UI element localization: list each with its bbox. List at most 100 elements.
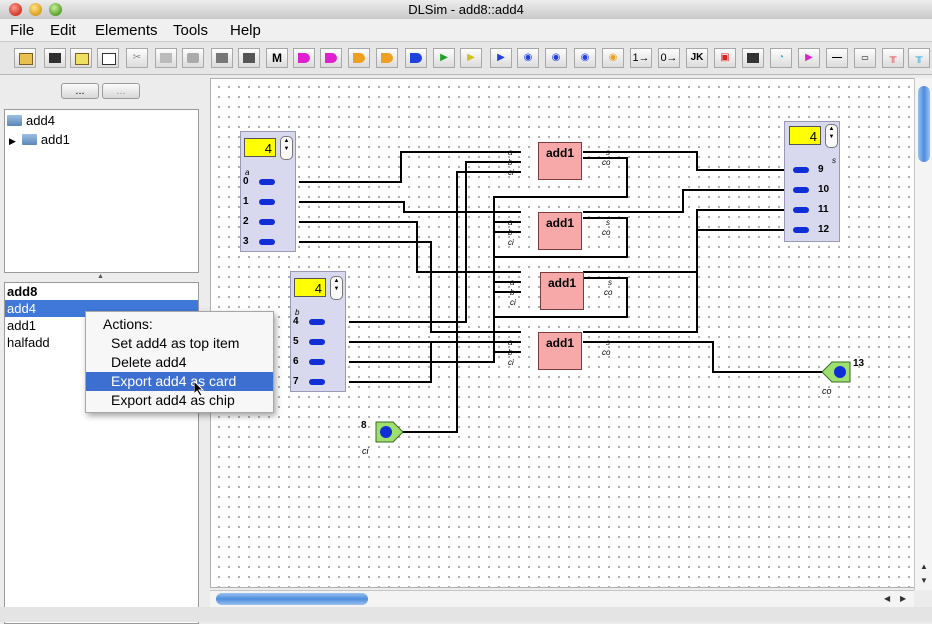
or-gate-icon (353, 53, 365, 63)
constant-zero-button[interactable]: 0→ (658, 48, 680, 68)
pulse-button[interactable]: ▶ (798, 48, 820, 68)
input-b-spinner[interactable]: ▲▼ (330, 276, 343, 300)
left-button-1[interactable]: ... (61, 83, 99, 99)
clear-button[interactable] (238, 48, 260, 68)
new-button[interactable] (97, 48, 119, 68)
horizontal-scrollbar[interactable]: ◀ ▶ (210, 590, 914, 607)
and-gate-icon (298, 53, 310, 63)
ci-input-pin[interactable] (375, 421, 405, 443)
merge-button[interactable]: ╥ (908, 48, 930, 68)
delete-button[interactable] (211, 48, 233, 68)
pin-indicator (309, 359, 325, 365)
scroll-down-arrow-icon[interactable]: ▼ (920, 576, 928, 585)
or-gate-button[interactable] (348, 48, 370, 68)
gate-port-a: a (508, 148, 513, 157)
tristate-button[interactable]: ▶ (490, 48, 512, 68)
horizontal-scroll-thumb[interactable] (216, 593, 368, 605)
paste-button[interactable] (182, 48, 204, 68)
gate-port-a: a (508, 338, 513, 347)
nor-gate-button[interactable] (376, 48, 398, 68)
output-s-value[interactable]: 4 (789, 126, 821, 145)
not-gate-button[interactable]: ▶ (460, 48, 482, 68)
output-pin-button[interactable]: ◉ (545, 48, 567, 68)
list-item-add8[interactable]: add8 (7, 284, 38, 299)
floppy-icon (49, 53, 61, 63)
close-window-button[interactable] (9, 3, 22, 16)
pin-indicator (309, 339, 325, 345)
list-item-add1[interactable]: add1 (7, 318, 36, 333)
input-pin-button[interactable]: ◉ (517, 48, 539, 68)
output-s-name: s (832, 156, 836, 165)
register-button[interactable]: ▣ (714, 48, 736, 68)
cut-button[interactable]: ✂ (126, 48, 148, 68)
buffer-button[interactable]: ▶ (433, 48, 455, 68)
left-button-2[interactable]: ... (102, 83, 140, 99)
probe-button[interactable]: ◉ (574, 48, 596, 68)
constant-one-button[interactable]: 1→ (630, 48, 652, 68)
minimize-window-button[interactable] (29, 3, 42, 16)
menu-file[interactable]: File (10, 22, 35, 39)
scroll-up-arrow-icon[interactable]: ▲ (920, 562, 928, 571)
and-gate-button[interactable] (293, 48, 315, 68)
split-button[interactable]: ╥ (882, 48, 904, 68)
led-button[interactable]: ◉ (602, 48, 624, 68)
menu-tools[interactable]: Tools (173, 22, 209, 39)
clock-button[interactable]: ◔ (770, 48, 792, 68)
gate-port-s: s (606, 148, 610, 157)
copy-button[interactable] (155, 48, 177, 68)
tree-item-add1[interactable]: ▶add1 (9, 132, 70, 147)
menu-help[interactable]: Help (230, 22, 261, 39)
co-output-number: 13 (853, 358, 865, 369)
nand-gate-button[interactable] (320, 48, 342, 68)
pin-label: 0 (243, 176, 249, 187)
mux-button[interactable]: M (266, 48, 288, 68)
scroll-right-arrow-icon[interactable]: ▶ (900, 594, 907, 603)
vertical-scrollbar[interactable]: ▲ ▼ (914, 78, 932, 590)
zoom-window-button[interactable] (49, 3, 62, 16)
add1-gate[interactable]: add1 (538, 332, 582, 370)
pin-label: 6 (293, 356, 299, 367)
input-b-value[interactable]: 4 (294, 278, 326, 297)
tree-item-label: add4 (26, 113, 55, 128)
gate-port-ci: ci (510, 298, 516, 307)
split-divider[interactable]: ▲ (97, 273, 104, 280)
add1-gate[interactable]: add1 (540, 272, 584, 310)
tree-item-add4[interactable]: add4 (7, 113, 55, 128)
add1-gate[interactable]: add1 (538, 212, 582, 250)
circuit-canvas[interactable]: 4 ▲▼ a 0 1 2 3 4 ▲▼ b 4 5 6 7 4 ▲▼ s 9 1… (210, 78, 916, 588)
menu-edit[interactable]: Edit (50, 22, 76, 39)
trash-icon (216, 53, 228, 63)
input-a-spinner[interactable]: ▲▼ (280, 136, 293, 160)
pin-label: 11 (818, 204, 829, 215)
bus-button[interactable] (742, 48, 764, 68)
scroll-left-arrow-icon[interactable]: ◀ (884, 594, 891, 603)
context-menu-header: Actions: (103, 316, 153, 332)
pin-label: 4 (293, 316, 299, 327)
folder-icon (7, 115, 22, 126)
pin-label: 7 (293, 376, 299, 387)
gate-label: add1 (545, 146, 574, 160)
label-button[interactable]: ▭ (854, 48, 876, 68)
wire-button[interactable]: — (826, 48, 848, 68)
jk-flipflop-button[interactable]: JK (686, 48, 708, 68)
menu-item-set-top[interactable]: Set add4 as top item (111, 335, 240, 351)
new-document-icon (102, 53, 116, 65)
menu-item-export-chip[interactable]: Export add4 as chip (111, 392, 235, 408)
save-as-button[interactable] (70, 48, 92, 68)
menu-elements[interactable]: Elements (95, 22, 158, 39)
vertical-scroll-thumb[interactable] (918, 86, 930, 162)
gate-port-co: co (604, 288, 613, 297)
input-a-value[interactable]: 4 (244, 138, 276, 157)
pin-indicator (793, 227, 809, 233)
wires (299, 151, 829, 433)
expand-triangle-icon[interactable]: ▶ (9, 136, 16, 146)
open-file-button[interactable] (14, 48, 36, 68)
menu-item-delete[interactable]: Delete add4 (111, 354, 187, 370)
menu-item-export-card[interactable]: Export add4 as card (86, 372, 273, 391)
save-button[interactable] (44, 48, 66, 68)
xor-gate-button[interactable] (405, 48, 427, 68)
co-output-pin[interactable] (821, 361, 851, 383)
add1-gate[interactable]: add1 (538, 142, 582, 180)
list-item-halfadd[interactable]: halfadd (7, 335, 50, 350)
output-s-spinner[interactable]: ▲▼ (825, 124, 838, 148)
